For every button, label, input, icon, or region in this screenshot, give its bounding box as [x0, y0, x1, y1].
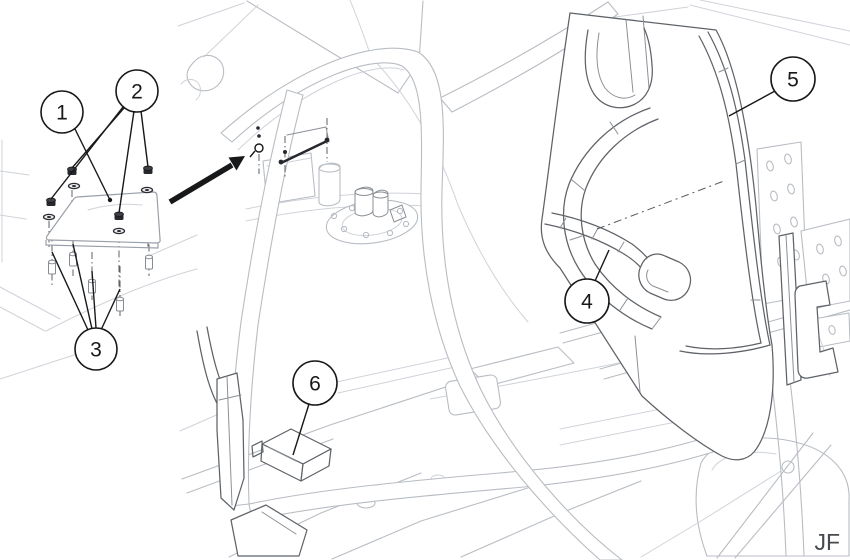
artist-initials: JF — [814, 529, 840, 555]
callout-1[interactable]: 1 — [40, 90, 84, 134]
leader-lines — [50, 90, 776, 456]
exploded-hardware-view — [42, 165, 161, 316]
lower-flange-item4 — [544, 212, 692, 301]
callout-3[interactable]: 3 — [74, 327, 118, 371]
washer — [67, 182, 81, 190]
panel-outline — [540, 12, 774, 461]
direction-arrow — [168, 156, 245, 205]
mount-plate — [45, 191, 161, 244]
callout-number-4: 4 — [581, 291, 593, 314]
lower-brackets — [196, 326, 332, 557]
callout-2[interactable]: 2 — [115, 69, 159, 113]
bolt — [116, 296, 124, 312]
seat-panel-assembly — [540, 12, 839, 461]
washer — [112, 227, 126, 235]
callouts: 1 2 3 4 5 6 — [40, 56, 816, 406]
callout-4[interactable]: 4 — [564, 278, 610, 324]
bolt — [145, 254, 153, 270]
callout-number-3: 3 — [90, 339, 102, 362]
callout-number-2: 2 — [131, 81, 143, 104]
washer — [42, 213, 56, 221]
callout-number-1: 1 — [56, 102, 68, 125]
callout-6[interactable]: 6 — [292, 360, 338, 406]
hub-flange — [325, 186, 419, 245]
callout-number-6: 6 — [309, 373, 321, 396]
hardware-fasteners — [42, 165, 154, 312]
installed-hardware-detail — [249, 118, 330, 178]
nut — [143, 165, 153, 174]
bolt — [48, 259, 56, 275]
callout-5[interactable]: 5 — [770, 56, 816, 102]
callout-number-5: 5 — [787, 69, 799, 92]
nut — [46, 197, 56, 206]
bracket-item6 — [251, 428, 332, 482]
washer — [140, 186, 154, 194]
nut — [114, 211, 124, 220]
bolt — [88, 278, 96, 294]
